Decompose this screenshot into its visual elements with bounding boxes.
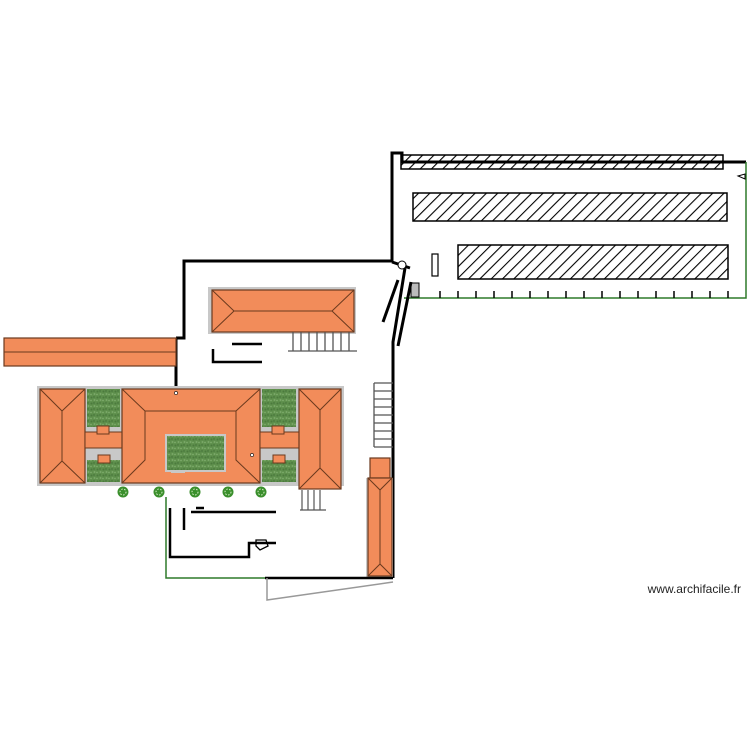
courtyard-garden: [165, 434, 226, 472]
side-stairs: [373, 382, 393, 448]
tree-row: [117, 486, 267, 498]
tree-icon: [117, 486, 129, 498]
bench-icon: [255, 539, 269, 551]
garden-right-upper: [262, 389, 296, 427]
parking-fence: [404, 162, 747, 299]
small-mark-icon: [736, 173, 746, 180]
bench-icon: [211, 342, 262, 364]
lower-steps: [300, 490, 326, 511]
tree-icon: [189, 486, 201, 498]
tree-icon: [255, 486, 267, 498]
gate-post-icon: [431, 253, 439, 277]
lower-walls: [168, 506, 276, 559]
main-complex: [37, 386, 344, 490]
garden-left-lower: [87, 460, 120, 482]
right-vertical-building: [366, 457, 393, 578]
watermark-text[interactable]: www.archifacile.fr: [647, 582, 741, 596]
parking-row-bottom: [457, 244, 729, 280]
green-fence: [165, 497, 265, 579]
tree-icon: [153, 486, 165, 498]
booth-icon: [410, 282, 420, 298]
parking-lot: [390, 151, 747, 299]
garden-left-upper: [87, 389, 120, 427]
parking-row-middle: [412, 192, 728, 222]
parking-row-top: [400, 154, 724, 170]
garden-right-lower: [262, 460, 296, 482]
left-long-building: [3, 337, 177, 367]
boundary-line: [266, 578, 394, 601]
parking-ticks: [439, 291, 729, 298]
upper-building: [208, 287, 356, 334]
tree-icon: [222, 486, 234, 498]
upper-stairs: [288, 332, 357, 352]
junction-icon: [397, 260, 407, 270]
